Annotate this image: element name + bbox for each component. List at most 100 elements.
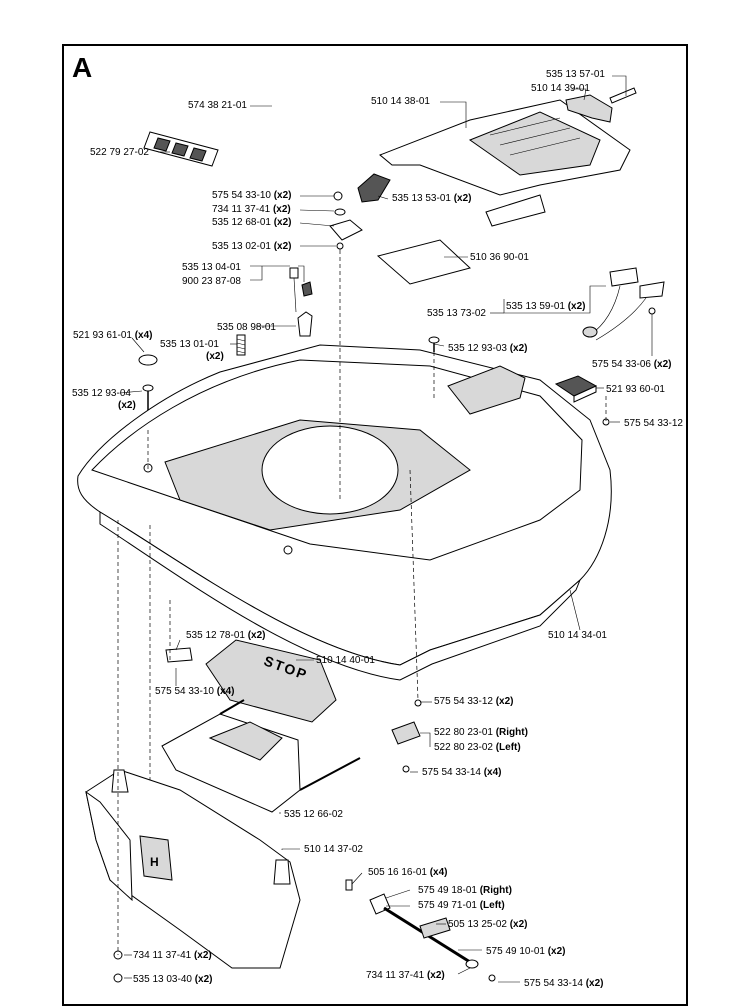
part-number: 575 54 33-10 <box>212 190 271 201</box>
part-callout: 510 36 90-01 <box>470 252 529 263</box>
part-quantity: (x2) <box>424 970 445 981</box>
part-number: 535 12 68-01 <box>212 217 271 228</box>
part-number: 510 14 39-01 <box>531 83 590 94</box>
part-number: 535 12 93-04 <box>72 388 131 399</box>
part-number: 510 14 37-02 <box>304 844 363 855</box>
part-callout: 510 14 40-01 <box>316 655 375 666</box>
part-callout: 535 13 53-01 (x2) <box>392 193 472 204</box>
part-number: 734 11 37-41 <box>366 970 425 981</box>
part-number: 575 54 33-10 <box>155 686 214 697</box>
part-quantity: (Left) <box>477 900 505 911</box>
part-quantity: (x2) <box>545 946 566 957</box>
hinge-bracket-part <box>582 267 665 341</box>
part-callout: 522 80 23-02 (Left) <box>434 742 521 753</box>
stop-cover-part: STOP <box>165 639 337 723</box>
part-callout: 575 54 33-14 (x4) <box>422 767 502 778</box>
washer-bracket-lower-part <box>402 765 410 773</box>
keypad-part <box>554 375 598 403</box>
part-number: 535 12 78-01 <box>186 630 245 641</box>
part-callout: 535 12 93-04(x2) <box>72 388 136 411</box>
part-number: 510 36 90-01 <box>470 252 529 263</box>
part-quantity: (x2) <box>206 351 224 362</box>
part-number: 535 13 04-01 <box>182 262 241 273</box>
part-number: 522 79 27-02 <box>90 147 149 158</box>
decal-strip-part <box>143 131 219 167</box>
part-number: 535 12 93-03 <box>448 343 507 354</box>
part-number: 535 13 03-40 <box>133 974 192 985</box>
part-quantity: (x2) <box>565 301 586 312</box>
part-callout: 575 54 33-10 (x2) <box>212 190 292 201</box>
part-number: 575 54 33-14 <box>524 978 583 989</box>
part-callout: 505 16 16-01 (x4) <box>368 867 448 878</box>
spring-part <box>236 334 246 356</box>
lower-frame-part <box>161 699 361 813</box>
latch-part <box>357 173 391 203</box>
part-callout: 522 79 27-02 <box>90 147 149 158</box>
top-cover-part <box>379 99 631 227</box>
part-number: 521 93 60-01 <box>606 384 665 395</box>
part-quantity: (x2) <box>191 950 212 961</box>
part-quantity: (x4) <box>427 867 448 878</box>
part-callout: 535 12 78-01 (x2) <box>186 630 266 641</box>
part-quantity: (x2) <box>271 241 292 252</box>
part-callout: 522 80 23-01 (Right) <box>434 727 528 738</box>
part-callout: 535 13 03-40 (x2) <box>133 974 213 985</box>
part-number: 734 11 37-41 <box>212 204 271 215</box>
part-callout: 535 12 66-02 <box>284 809 343 820</box>
part-quantity: (x2) <box>451 193 472 204</box>
part-callout: 510 14 38-01 <box>371 96 430 107</box>
part-quantity: (x4) <box>132 330 153 341</box>
part-number: 535 13 57-01 <box>546 69 605 80</box>
screw-bottom-part <box>113 973 123 983</box>
part-number: 734 11 37-41 <box>133 950 192 961</box>
part-quantity: (Right) <box>477 885 512 896</box>
part-quantity: (x2) <box>271 190 292 201</box>
part-callout: 734 11 37-41 (x2) <box>133 950 212 961</box>
section-letter: A <box>72 52 93 83</box>
part-quantity: (Left) <box>493 742 521 753</box>
washer-part <box>648 307 656 315</box>
foam-pad-part <box>376 239 472 285</box>
part-callout: 535 13 57-01 <box>546 69 605 80</box>
part-quantity: (x2) <box>493 696 514 707</box>
part-number: 575 49 18-01 <box>418 885 477 896</box>
part-callout: 535 13 59-01 (x2) <box>506 301 586 312</box>
part-quantity: (x2) <box>583 978 604 989</box>
part-callout: 535 13 04-01 <box>182 262 241 273</box>
part-callout: 510 14 37-02 <box>304 844 363 855</box>
assembly-guide-lines <box>117 250 607 955</box>
part-quantity: (x2) <box>192 974 213 985</box>
part-callout: 900 23 87-08 <box>182 276 241 287</box>
part-quantity: (x2) <box>507 919 528 930</box>
part-number: 505 16 16-01 <box>368 867 427 878</box>
part-quantity: (x2) <box>651 359 672 370</box>
part-number: 535 13 01-01 <box>160 339 219 350</box>
main-body-part <box>77 344 612 681</box>
part-number: 575 54 33-06 <box>592 359 651 370</box>
part-number: 535 13 73-02 <box>427 308 486 319</box>
cable-tie-part <box>289 267 313 313</box>
part-callout: 575 49 18-01 (Right) <box>418 885 512 896</box>
part-number: 575 54 33-14 <box>422 767 481 778</box>
part-callout: 535 13 73-02 <box>427 308 486 319</box>
part-callout: 521 93 60-01 <box>606 384 665 395</box>
part-number: 535 13 02-01 <box>212 241 271 252</box>
part-number: 575 49 71-01 <box>418 900 477 911</box>
part-number: 900 23 87-08 <box>182 276 241 287</box>
rubber-cap-part <box>138 354 158 366</box>
handle-clip-part <box>565 94 613 123</box>
part-callout: 574 38 21-01 <box>188 100 247 111</box>
part-callout: 535 12 68-01 (x2) <box>212 217 292 228</box>
part-number: 522 80 23-01 <box>434 727 493 738</box>
fastener-cluster-top <box>329 191 363 250</box>
part-number: 574 38 21-01 <box>188 100 247 111</box>
part-callout: 510 14 39-01 <box>531 83 590 94</box>
part-callout: 535 13 01-01(x2) <box>160 339 224 362</box>
part-number: 510 14 34-01 <box>548 630 607 641</box>
part-number: 510 14 38-01 <box>371 96 430 107</box>
part-number: 505 13 25-02 <box>448 919 507 930</box>
part-callout: 575 54 33-14 (x2) <box>524 978 604 989</box>
part-callout: 505 13 25-02 (x2) <box>448 919 528 930</box>
part-quantity: (x4) <box>481 767 502 778</box>
